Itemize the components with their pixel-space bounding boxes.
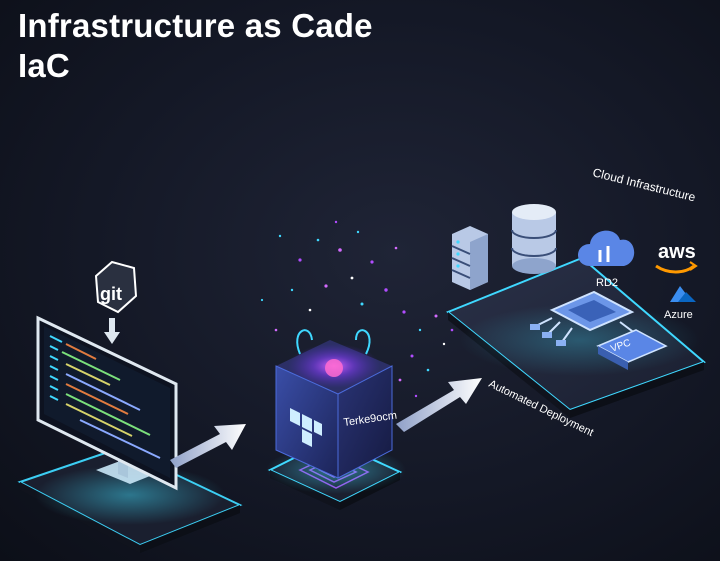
aws-label: aws xyxy=(658,241,696,263)
commit-arrow xyxy=(104,318,120,344)
title-line-1: Infrastructure as Cade xyxy=(18,7,373,44)
title-line-2: IaC xyxy=(18,47,70,84)
terraform-node: Terke9ocm xyxy=(260,220,470,510)
database-icon xyxy=(511,204,557,274)
arrow-to-terraform xyxy=(170,424,246,468)
cloud-title: Cloud Infrastructure xyxy=(591,165,697,204)
arrow-to-cloud xyxy=(396,378,482,432)
aws-logo: aws xyxy=(655,241,698,274)
server-icon xyxy=(451,226,488,290)
git-icon: git xyxy=(94,260,138,314)
terraform-icon xyxy=(290,408,322,447)
terraform-cube: Terke9ocm xyxy=(275,329,398,479)
particle-cloud xyxy=(260,220,470,398)
workstation: git xyxy=(17,260,243,553)
cloud-icon: RD2 xyxy=(578,230,635,289)
vpc-block: VPC xyxy=(596,329,668,370)
azure-logo: Azure xyxy=(664,286,696,321)
azure-label: Azure xyxy=(664,309,693,321)
cloud-infrastructure: Cloud Infrastructure xyxy=(446,165,706,418)
page-title: Infrastructure as Cade IaC xyxy=(18,6,373,86)
network-chip-icon xyxy=(530,290,637,346)
rd2-label: RD2 xyxy=(596,277,618,289)
git-label: git xyxy=(100,284,122,304)
monitor-icon xyxy=(36,315,178,491)
